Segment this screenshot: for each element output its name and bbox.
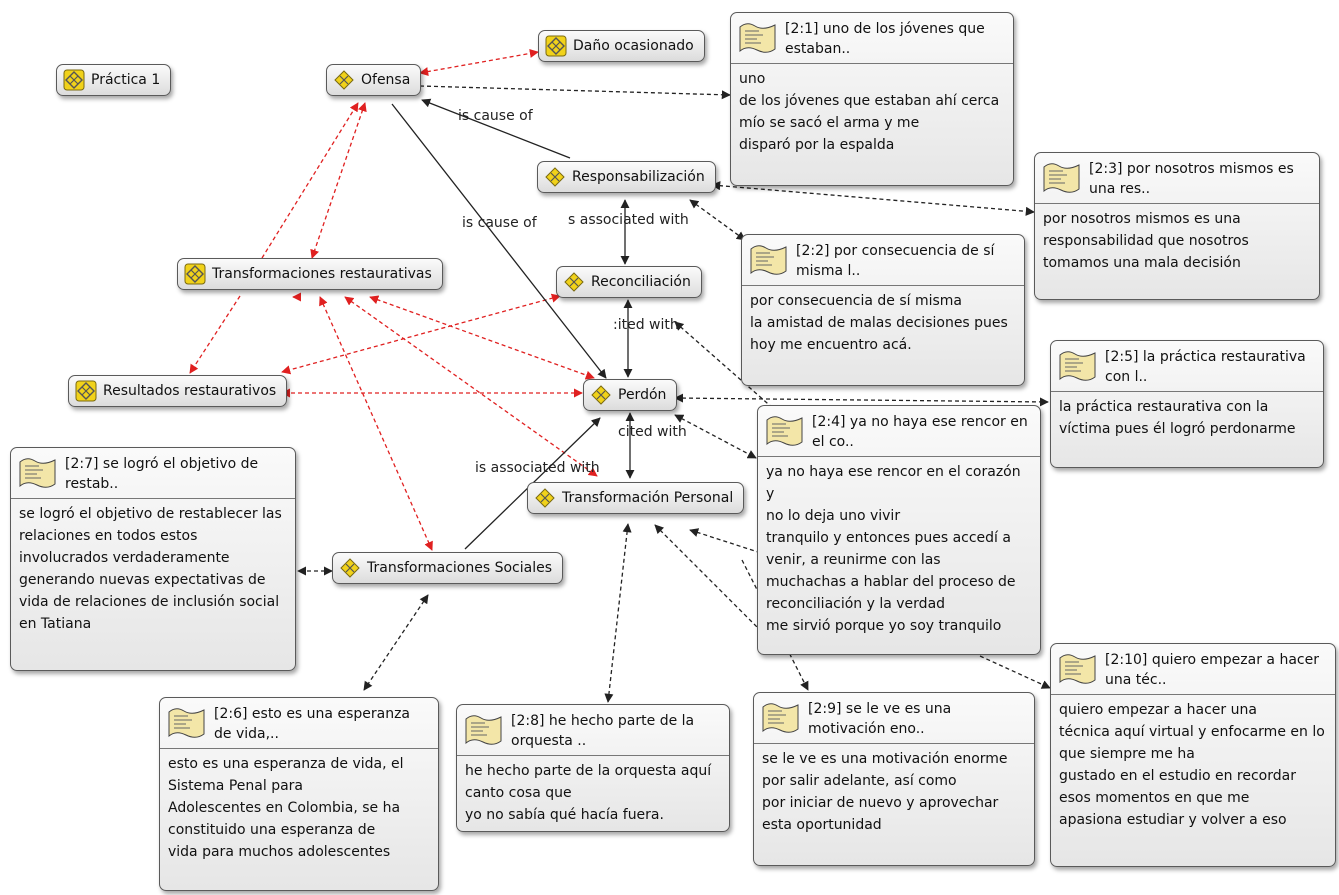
code-label: Reconciliación (591, 274, 691, 290)
quotation-2-6[interactable]: [2:6] esto es una esperanza de vida,.. e… (159, 697, 439, 891)
code-node-ofensa[interactable]: Ofensa (326, 64, 422, 96)
quotation-2-2[interactable]: [2:2] por consecuencia de sí misma l.. p… (741, 234, 1025, 386)
quotation-2-8[interactable]: [2:8] he hecho parte de la orquesta .. h… (456, 704, 730, 832)
edge-resp-ofensa (421, 98, 571, 159)
quotation-title: [2:4] ya no haya ese rencor en el co.. (812, 414, 1028, 450)
code-node-transformaciones-restaurativas[interactable]: Transformaciones restaurativas (177, 258, 443, 290)
quotation-text: ya no haya ese rencor en el corazón y no… (766, 464, 1021, 634)
code-node-resultados-restaurativos[interactable]: Resultados restaurativos (68, 375, 288, 407)
edge-perdon-q24 (674, 414, 757, 459)
quotation-note-icon (1057, 347, 1099, 385)
code-label: Responsabilización (572, 169, 705, 185)
edge-label-associated-1: s associated with (568, 212, 689, 228)
quotation-2-1[interactable]: [2:1] uno de los jóvenes que estaban.. u… (730, 12, 1014, 186)
quotation-text: por consecuencia de sí misma la amistad … (750, 293, 1008, 353)
quotation-2-3[interactable]: [2:3] por nosotros mismos es una res.. p… (1034, 152, 1320, 300)
quotation-text: quiero empezar a hacer una técnica aquí … (1059, 702, 1325, 828)
edge-label-cause-2: is cause of (462, 215, 537, 231)
code-label: Transformación Personal (562, 490, 734, 506)
code-diamond-icon (63, 69, 85, 91)
quotation-title: [2:7] se logró el objetivo de restab.. (65, 456, 259, 492)
quotation-title: [2:8] he hecho parte de la orquesta .. (511, 713, 695, 749)
quotation-2-5[interactable]: [2:5] la práctica restaurativa con l.. l… (1050, 340, 1324, 468)
edge-reconc-resultados (281, 293, 561, 375)
code-node-transformaciones-sociales[interactable]: Transformaciones Sociales (332, 552, 564, 584)
code-diamond-icon (339, 557, 361, 579)
edge-transfpers-q24 (689, 528, 759, 553)
quotation-2-7[interactable]: [2:7] se logró el objetivo de restab.. s… (10, 447, 296, 671)
quotation-text: se le ve es una motivación enorme por sa… (762, 751, 1008, 833)
code-label: Perdón (618, 387, 667, 403)
quotation-title: [2:10] quiero empezar a hacer una téc.. (1105, 652, 1319, 688)
quotation-title: [2:5] la práctica restaurativa con l.. (1105, 349, 1306, 385)
quotation-note-icon (748, 241, 790, 279)
edge-label-cited-1: :ited with (613, 317, 679, 333)
quotation-note-icon (166, 704, 208, 742)
code-label: Transformaciones Sociales (367, 560, 553, 576)
code-diamond-icon (534, 487, 556, 509)
quotation-text: se logró el objetivo de restablecer las … (19, 506, 282, 632)
edge-reconc-q24 (674, 321, 776, 411)
quotation-text: por nosotros mismos es una responsabilid… (1043, 211, 1249, 271)
edge-label-associated-2: is associated with (475, 460, 600, 476)
code-label: Resultados restaurativos (103, 383, 277, 399)
edge-label-cause-1: is cause of (458, 108, 533, 124)
edge-transfrest-perdon (369, 295, 595, 380)
quotation-2-4[interactable]: [2:4] ya no haya ese rencor en el co.. y… (757, 405, 1041, 655)
quotation-note-icon (17, 454, 59, 492)
quotation-text: he hecho parte de la orquesta aquí canto… (465, 763, 712, 823)
quotation-text: uno de los jóvenes que estaban ahí cerca… (739, 71, 1000, 153)
quotation-note-icon (1057, 650, 1099, 688)
quotation-title: [2:6] esto es una esperanza de vida,.. (214, 706, 410, 742)
code-label: Daño ocasionado (573, 38, 694, 54)
edge-transfsoc-q26 (363, 594, 429, 691)
code-node-perdon[interactable]: Perdón (583, 379, 678, 411)
edge-ofensa-perdon (391, 103, 607, 379)
quotation-note-icon (1041, 159, 1083, 197)
quotation-text: la práctica restaurativa con la víctima … (1059, 399, 1296, 437)
quotation-title: [2:2] por consecuencia de sí misma l.. (796, 243, 995, 279)
edge-ofensa-q21 (419, 85, 731, 100)
edge-label-cited-2: cited with (618, 424, 687, 440)
edge-ofensa-dano (419, 48, 539, 77)
quotation-title: [2:3] por nosotros mismos es una res.. (1089, 161, 1294, 197)
edge-transfrest-transfpers (344, 296, 598, 477)
code-label: Ofensa (361, 72, 411, 88)
edge-transfrest-ofensa-a (261, 102, 359, 259)
edge-perdon-q25 (674, 393, 1049, 407)
code-node-reconciliacion[interactable]: Reconciliación (556, 266, 702, 298)
quotation-text: esto es una esperanza de vida, el Sistem… (168, 756, 404, 860)
code-diamond-icon (544, 166, 566, 188)
code-diamond-icon (75, 380, 97, 402)
code-node-practica-1[interactable]: Práctica 1 (56, 64, 172, 96)
quotation-title: [2:1] uno de los jóvenes que estaban.. (785, 21, 985, 57)
quotation-note-icon (737, 19, 779, 57)
quotation-note-icon (764, 412, 806, 450)
edge-resp-q22 (689, 199, 746, 241)
quotation-2-10[interactable]: [2:10] quiero empezar a hacer una téc.. … (1050, 643, 1336, 867)
edge-q24-q210 (979, 655, 1051, 689)
edge-transfpers-q24b (654, 524, 761, 631)
code-label: Práctica 1 (91, 72, 161, 88)
code-diamond-icon (563, 271, 585, 293)
quotation-title: [2:9] se le ve es una motivación eno.. (808, 701, 952, 737)
code-label: Transformaciones restaurativas (212, 266, 432, 282)
code-diamond-icon (184, 263, 206, 285)
quotation-note-icon (463, 711, 505, 749)
code-node-responsabilizacion[interactable]: Responsabilización (537, 161, 716, 193)
code-diamond-icon (590, 384, 612, 406)
edge-transfpers-q28 (604, 523, 632, 703)
code-node-dano-ocasionado[interactable]: Daño ocasionado (538, 30, 705, 62)
edge-resp-q23 (711, 181, 1035, 216)
quotation-2-9[interactable]: [2:9] se le ve es una motivación eno.. s… (753, 692, 1035, 866)
code-node-transformacion-personal[interactable]: Transformación Personal (527, 482, 745, 514)
code-diamond-icon (545, 35, 567, 57)
edge-transfrest-ofensa-b (310, 102, 367, 259)
code-diamond-icon (333, 69, 355, 91)
quotation-note-icon (760, 699, 802, 737)
edge-transfrest-resultados (189, 295, 241, 374)
